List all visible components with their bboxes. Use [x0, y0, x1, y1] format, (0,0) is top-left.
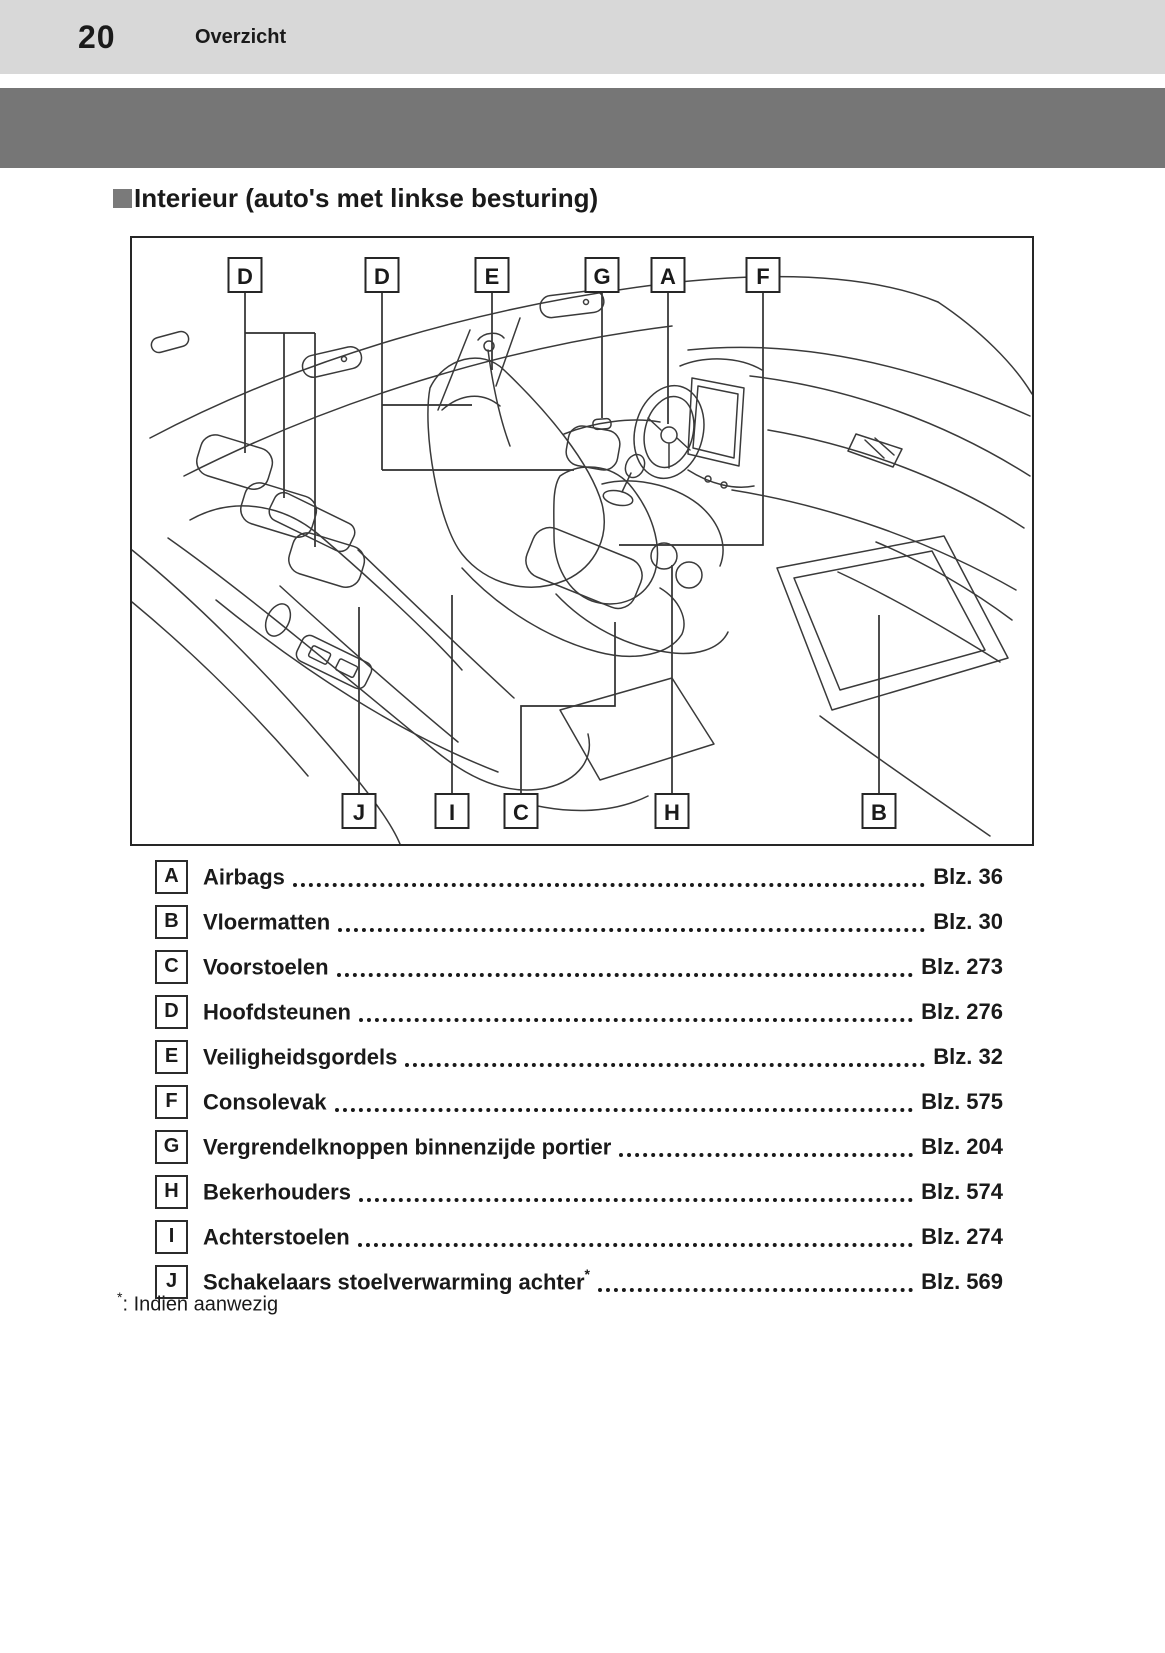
legend-row-j: J Schakelaars stoelverwarming achter* Bl… [155, 1259, 1003, 1304]
legend-key-badge: F [155, 1084, 188, 1119]
legend-key-badge: A [155, 859, 188, 894]
dotted-leader [336, 972, 914, 977]
legend-label: Consolevak [203, 1089, 327, 1115]
legend-key-badge: E [155, 1039, 188, 1074]
dotted-leader [405, 1062, 926, 1067]
page-ref: Blz. 36 [933, 863, 1003, 889]
chapter-banner [0, 88, 1165, 168]
legend-row-g: G Vergrendelknoppen binnenzijde portier … [155, 1124, 1003, 1169]
legend-label: Achterstoelen [203, 1224, 350, 1250]
legend-label: Schakelaars stoelverwarming achter* [203, 1265, 590, 1295]
callout-bottom-1: J [353, 800, 365, 825]
dotted-leader [597, 1287, 914, 1292]
section-heading: Interieur (auto's met linkse besturing) [113, 183, 598, 214]
dotted-leader [334, 1107, 914, 1112]
legend-key-badge: J [155, 1264, 188, 1299]
dotted-leader [619, 1152, 914, 1157]
callout-bottom-3: C [513, 800, 529, 825]
dotted-leader [292, 882, 926, 887]
legend-label: Vergrendelknoppen binnenzijde portier [203, 1134, 612, 1160]
page-ref: Blz. 276 [921, 998, 1003, 1024]
legend-row-b: B Vloermatten Blz. 30 [155, 899, 1003, 944]
legend-key-badge: D [155, 994, 188, 1029]
callout-bottom-4: H [664, 800, 680, 825]
legend-label: Veiligheidsgordels [203, 1044, 398, 1070]
car-interior-drawing: D D E G A F J I C H B [132, 257, 1032, 844]
page-ref: Blz. 204 [921, 1133, 1003, 1159]
legend-row-i: I Achterstoelen Blz. 274 [155, 1214, 1003, 1259]
callout-top-6: F [756, 264, 769, 289]
callout-top-1: D [237, 264, 253, 289]
legend-label: Airbags [203, 864, 285, 890]
page-ref: Blz. 273 [921, 953, 1003, 979]
legend-row-a: A Airbags Blz. 36 [155, 854, 1003, 899]
callout-bottom-2: I [449, 800, 455, 825]
footnote: *: Indien aanwezig [117, 1289, 279, 1317]
page-ref: Blz. 274 [921, 1223, 1003, 1249]
dotted-leader [338, 927, 926, 932]
legend-row-f: F Consolevak Blz. 575 [155, 1079, 1003, 1124]
square-bullet-icon [113, 189, 132, 208]
page-ref: Blz. 575 [921, 1088, 1003, 1114]
dotted-leader [358, 1197, 914, 1202]
page-ref: Blz. 569 [921, 1268, 1003, 1294]
page-ref: Blz. 574 [921, 1178, 1003, 1204]
footnote-marker: * [584, 1265, 590, 1282]
legend-label: Hoofdsteunen [203, 999, 351, 1025]
legend-key-badge: G [155, 1129, 188, 1164]
callout-top-5: A [660, 264, 676, 289]
footnote-marker: * [117, 1289, 123, 1305]
legend-key-badge: B [155, 904, 188, 939]
legend-row-h: H Bekerhouders Blz. 574 [155, 1169, 1003, 1214]
dotted-leader [357, 1242, 914, 1247]
running-header-bar [0, 0, 1165, 74]
page-ref: Blz. 32 [933, 1043, 1003, 1069]
running-section-title: Overzicht [195, 26, 287, 48]
legend-key-badge: I [155, 1219, 188, 1254]
dotted-leader [358, 1017, 914, 1022]
legend-label: Vloermatten [203, 909, 331, 935]
callout-top-4: G [593, 264, 610, 289]
legend-row-e: E Veiligheidsgordels Blz. 32 [155, 1034, 1003, 1079]
legend-key-badge: H [155, 1174, 188, 1209]
legend-label: Voorstoelen [203, 954, 329, 980]
callout-boxes-top [227, 257, 781, 293]
callout-top-3: E [485, 264, 500, 289]
legend-row-c: C Voorstoelen Blz. 273 [155, 944, 1003, 989]
callout-top-2: D [374, 264, 390, 289]
legend-key-badge: C [155, 949, 188, 984]
legend-list: A Airbags Blz. 36 B Vloermatten Blz. 30 … [155, 854, 1003, 1304]
callout-boxes-bottom [341, 793, 897, 829]
legend-row-d: D Hoofdsteunen Blz. 276 [155, 989, 1003, 1034]
car-interior-line-art [132, 275, 1032, 844]
page-ref: Blz. 30 [933, 908, 1003, 934]
section-heading-text: Interieur (auto's met linkse besturing) [134, 183, 599, 213]
legend-label: Bekerhouders [203, 1179, 351, 1205]
page-number: 20 [78, 19, 116, 55]
footnote-text: : Indien aanwezig [122, 1293, 279, 1316]
car-interior-diagram: D D E G A F J I C H B [130, 236, 1034, 846]
callout-bottom-5: B [871, 800, 887, 825]
